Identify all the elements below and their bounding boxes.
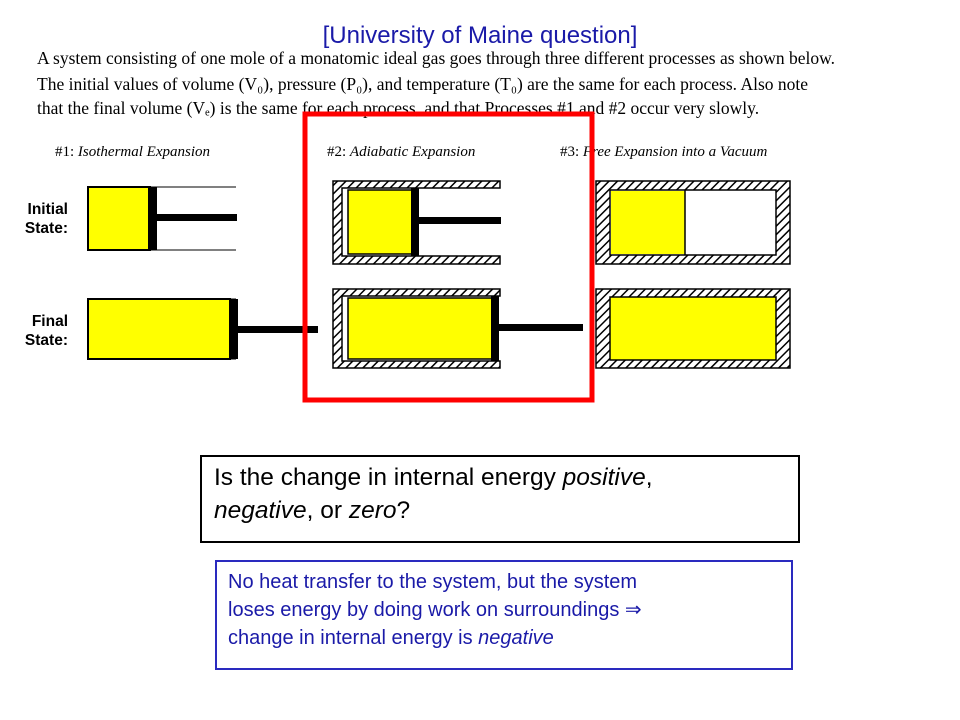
adiabatic-final-insulation	[332, 288, 501, 369]
adiabatic-final-gas	[347, 297, 493, 360]
question-part-4: ?	[396, 497, 411, 524]
answer-line-2: loses energy by doing work on surroundin…	[228, 599, 642, 621]
final-state-line-1: Final	[31, 313, 68, 330]
free-expansion-final-gas	[609, 296, 777, 361]
adiabatic-initial-piston	[411, 188, 419, 256]
process-2-name: Adiabatic Expansion	[349, 144, 476, 160]
final-state-label: Final State:	[0, 312, 68, 350]
isothermal-initial-piston	[148, 187, 157, 250]
isothermal-final-piston	[229, 299, 238, 359]
isothermal-initial-gas	[87, 186, 151, 251]
isothermal-final-cylinder	[87, 298, 318, 360]
final-state-line-2: State:	[24, 332, 68, 349]
answer-box	[215, 560, 793, 670]
intro-line-1-text: A system consisting of one mole of a mon…	[37, 48, 836, 68]
isothermal-initial-cylinder	[87, 186, 237, 251]
answer-negative: negative	[478, 627, 554, 649]
adiabatic-initial-gas	[347, 189, 413, 255]
adiabatic-initial-cylinder	[332, 180, 501, 265]
answer-text: No heat transfer to the system, but the …	[228, 568, 793, 652]
initial-state-line-1: Initial	[27, 201, 68, 218]
adiabatic-initial-insulation	[332, 180, 501, 265]
isothermal-final-gas	[87, 298, 231, 360]
process-3-name: Free Expansion into a Vacuum	[582, 144, 768, 160]
question-part-2: ,	[645, 464, 653, 491]
process-1-number: #1	[55, 144, 70, 160]
question-text: Is the change in internal energy positiv…	[214, 461, 794, 527]
adiabatic-final-cylinder	[332, 288, 583, 369]
answer-line-3-text: change in internal energy is	[228, 627, 479, 649]
process-1-label: #1: Isothermal Expansion	[55, 144, 210, 160]
question-box	[200, 455, 800, 543]
process-3-label: #3: Free Expansion into a Vacuum	[560, 144, 768, 160]
isothermal-initial-rod	[157, 214, 237, 221]
free-expansion-initial-box	[595, 180, 791, 265]
question-positive: positive	[562, 464, 646, 491]
intro-line-2-text: The initial values of volume (V₀), press…	[37, 74, 809, 94]
adiabatic-final-piston	[491, 296, 499, 361]
question-negative: negative	[214, 497, 307, 524]
question-part-3: , or	[306, 497, 349, 524]
free-expansion-final-box	[595, 288, 791, 369]
process-1-name: Isothermal Expansion	[77, 144, 210, 160]
answer-line-1: No heat transfer to the system, but the …	[228, 571, 638, 593]
initial-state-line-2: State:	[24, 220, 68, 237]
process-3-number: #3	[560, 144, 575, 160]
initial-state-label: Initial State:	[0, 200, 68, 238]
source-title: [University of Maine question]	[322, 22, 638, 49]
process-2-label: #2: Adiabatic Expansion	[327, 144, 476, 160]
process-2-number: #2	[327, 144, 342, 160]
adiabatic-initial-rod	[419, 217, 501, 224]
answer-line-3: change in internal energy is negative	[228, 624, 793, 652]
free-expansion-initial-gas	[611, 191, 685, 254]
highlight-box	[302, 111, 595, 403]
question-zero: zero	[348, 497, 397, 524]
intro-line-2: The initial values of volume (V₀), press…	[37, 74, 808, 95]
question-part-1: Is the change in internal energy	[214, 464, 563, 491]
adiabatic-final-rod	[499, 324, 583, 331]
intro-line-1: A system consisting of one mole of a mon…	[37, 48, 835, 69]
isothermal-final-rod	[238, 326, 318, 333]
